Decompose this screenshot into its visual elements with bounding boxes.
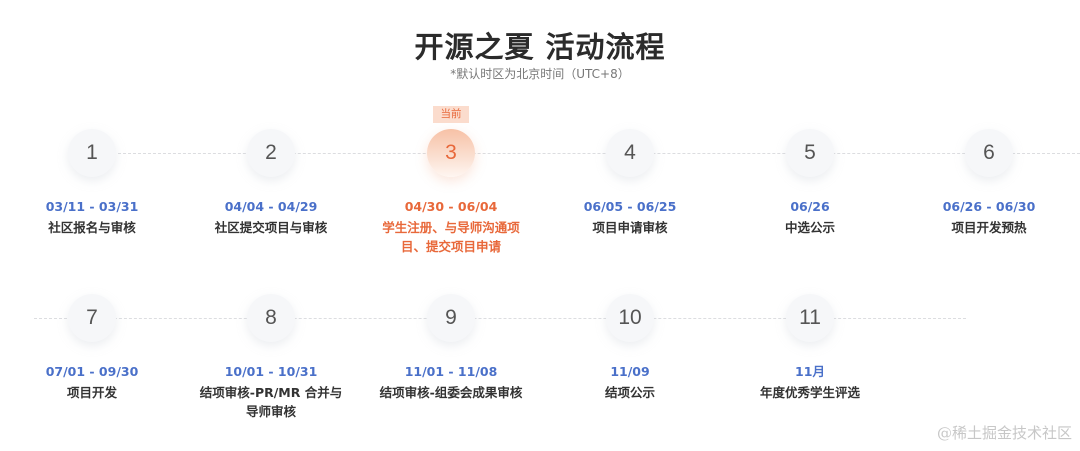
- timeline-step-8: 8 10/01 - 10/31 结项审核-PR/MR 合并与导师审核: [181, 294, 361, 421]
- step-description: 结项公示: [604, 385, 655, 400]
- step-number-circle: 2: [247, 129, 295, 177]
- step-number-circle: 4: [606, 129, 654, 177]
- step-description: 结项审核-组委会成果审核: [379, 385, 523, 400]
- step-number-circle: 10: [606, 294, 654, 342]
- timeline-step-10: 10 11/09 结项公示: [540, 294, 720, 402]
- step-date: 04/30 - 06/04: [404, 199, 498, 214]
- step-date: 04/04 - 04/29: [224, 199, 318, 214]
- step-number-circle: 11: [786, 294, 834, 342]
- step-date: 06/26: [790, 199, 830, 214]
- timeline-step-11: 11 11月 年度优秀学生评选: [720, 294, 900, 402]
- step-description: 年度优秀学生评选: [759, 385, 860, 400]
- timeline-connector-row-1: [118, 153, 1080, 154]
- page-title: 开源之夏 活动流程: [414, 30, 666, 64]
- timeline-connector-row-2: [34, 318, 966, 319]
- step-date: 03/11 - 03/31: [45, 199, 139, 214]
- timeline-step-2: 2 04/04 - 04/29 社区提交项目与审核: [181, 129, 361, 237]
- step-number-circle: 1: [68, 129, 116, 177]
- step-description: 社区报名与审核: [48, 220, 136, 235]
- step-number-circle: 7: [68, 294, 116, 342]
- step-description: 项目开发: [66, 385, 117, 400]
- step-date: 10/01 - 10/31: [224, 364, 318, 379]
- step-description: 项目开发预热: [951, 220, 1027, 235]
- step-date: 07/01 - 09/30: [45, 364, 139, 379]
- current-badge: 当前: [433, 106, 469, 123]
- timeline-step-1: 1 03/11 - 03/31 社区报名与审核: [2, 129, 182, 237]
- step-number: 3: [445, 141, 457, 164]
- step-date: 11/09: [610, 364, 650, 379]
- step-description: 中选公示: [784, 220, 835, 235]
- watermark: @稀土掘金技术社区: [936, 424, 1072, 442]
- step-description: 项目申请审核: [592, 220, 668, 235]
- timeline-step-5: 5 06/26 中选公示: [720, 129, 900, 237]
- step-number-circle: 6: [965, 129, 1013, 177]
- timeline-step-7: 7 07/01 - 09/30 项目开发: [2, 294, 182, 402]
- step-date: 06/26 - 06/30: [942, 199, 1036, 214]
- timeline-step-6: 6 06/26 - 06/30 项目开发预热: [899, 129, 1079, 237]
- step-number-circle: 9: [427, 294, 475, 342]
- step-date: 11月: [795, 364, 825, 379]
- step-date: 06/05 - 06/25: [583, 199, 677, 214]
- step-number-circle: 当前 3: [427, 106, 475, 177]
- timeline-step-4: 4 06/05 - 06/25 项目申请审核: [540, 129, 720, 237]
- timeline-step-9: 9 11/01 - 11/08 结项审核-组委会成果审核: [361, 294, 541, 402]
- step-number-circle: 5: [786, 129, 834, 177]
- timeline-step-3-current: 当前 3 04/30 - 06/04 学生注册、与导师沟通项目、提交项目申请: [361, 106, 541, 256]
- step-description: 社区提交项目与审核: [214, 220, 328, 235]
- step-number-circle: 8: [247, 294, 295, 342]
- step-description: 学生注册、与导师沟通项目、提交项目申请: [382, 220, 520, 254]
- timezone-note: *默认时区为北京时间（UTC+8）: [450, 67, 630, 81]
- step-description: 结项审核-PR/MR 合并与导师审核: [199, 385, 343, 419]
- step-date: 11/01 - 11/08: [404, 364, 498, 379]
